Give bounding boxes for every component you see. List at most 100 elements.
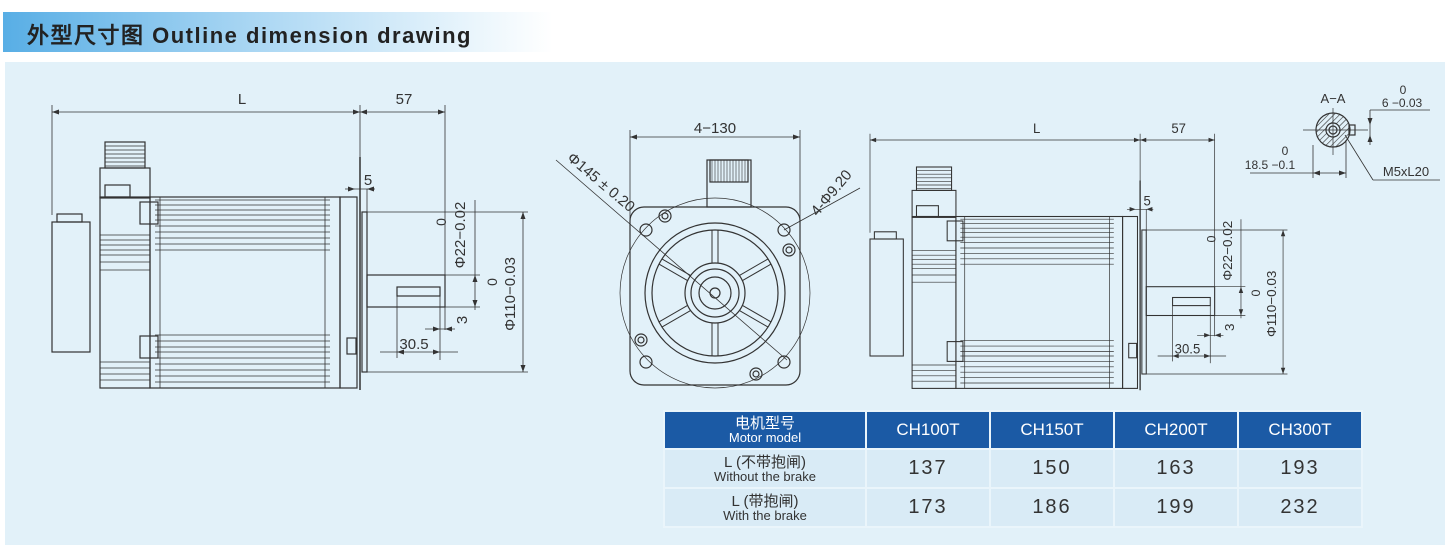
arrow-head bbox=[1146, 207, 1153, 212]
arrow-head bbox=[1133, 137, 1141, 143]
length-label: L bbox=[1033, 121, 1040, 136]
flange-notch bbox=[346, 337, 357, 355]
row-label: L (带抱闸)With the brake bbox=[663, 487, 867, 528]
screw-center bbox=[637, 336, 645, 344]
section-header: 外型尺寸图 Outline dimension drawing bbox=[3, 12, 553, 52]
arrow-head bbox=[1204, 353, 1211, 359]
mounting-hole bbox=[639, 355, 653, 369]
arrow-head bbox=[1204, 333, 1211, 338]
bolt-block bbox=[139, 335, 159, 359]
bolt-circle bbox=[619, 197, 811, 389]
shaft-key bbox=[1172, 296, 1211, 307]
pilot-diameter-label: Φ110−0.03 bbox=[502, 257, 519, 331]
model-cell: CH150T bbox=[989, 410, 1115, 450]
screw bbox=[749, 367, 763, 381]
model-cell: CH200T bbox=[1113, 410, 1239, 450]
rear-housing bbox=[911, 215, 957, 389]
value-cell: 173 bbox=[865, 487, 991, 528]
arrow-head bbox=[1208, 137, 1215, 143]
spoke bbox=[742, 263, 772, 282]
value-cell: 150 bbox=[989, 448, 1115, 489]
hub-ring bbox=[698, 276, 732, 310]
header-en: Motor model bbox=[728, 430, 802, 445]
model-cell: CH300T bbox=[1237, 410, 1363, 450]
arrow-head bbox=[1280, 367, 1286, 374]
shaft bbox=[1145, 286, 1216, 317]
arrow-head bbox=[360, 109, 367, 115]
connector-box bbox=[99, 167, 151, 199]
thread-label: M5xL20 bbox=[1383, 164, 1429, 179]
leader-line bbox=[783, 187, 861, 231]
flange-thickness-label: 5 bbox=[1143, 194, 1150, 209]
arrow-head bbox=[438, 109, 445, 115]
connector-thread bbox=[709, 159, 749, 183]
encoder-cover bbox=[869, 238, 904, 357]
shaft-diameter-label: Φ22−0.02 bbox=[1220, 221, 1235, 281]
bolt-block bbox=[946, 220, 964, 242]
screw-center bbox=[752, 370, 760, 378]
arrow-head bbox=[1313, 170, 1320, 176]
connector-box bbox=[911, 189, 957, 218]
screw bbox=[658, 209, 672, 223]
header-zh: 电机型号 bbox=[734, 415, 795, 432]
arrow-head bbox=[472, 275, 478, 282]
arrow-head bbox=[520, 365, 526, 372]
encoder-tab bbox=[56, 213, 83, 223]
value-cell: 186 bbox=[989, 487, 1115, 528]
hub-ring bbox=[690, 268, 740, 318]
arrow-head bbox=[353, 109, 360, 115]
model-cell: CH100T bbox=[865, 410, 991, 450]
tolerance-label: 0 bbox=[1205, 235, 1219, 242]
arrow-head bbox=[445, 326, 452, 332]
tolerance-label: 0 bbox=[484, 278, 500, 286]
value-cell: 199 bbox=[1113, 487, 1239, 528]
arrow-head bbox=[1280, 230, 1286, 237]
tolerance-label: 0 bbox=[1400, 83, 1407, 97]
spoke bbox=[739, 258, 769, 276]
front-flange bbox=[339, 196, 358, 389]
arrow-head bbox=[870, 137, 877, 143]
key-length-label: 30.5 bbox=[399, 336, 428, 353]
pilot bbox=[1141, 229, 1147, 375]
leader-line bbox=[1344, 134, 1374, 181]
pilot-diameter-label: Φ110−0.03 bbox=[1264, 271, 1279, 337]
pitch-label: 4−130 bbox=[694, 120, 736, 137]
hub-ring bbox=[709, 287, 721, 299]
key-depth-label: 3 bbox=[1222, 323, 1237, 331]
section-title: 外型尺寸图 Outline dimension drawing bbox=[27, 23, 472, 48]
value-cell: 232 bbox=[1237, 487, 1363, 528]
tolerance-label: 0 bbox=[1282, 144, 1289, 158]
spoke bbox=[742, 304, 772, 323]
encoder-cover bbox=[51, 221, 91, 353]
shaft-length-label: 57 bbox=[396, 91, 413, 108]
arrow-head bbox=[630, 134, 637, 140]
section-title: A−A bbox=[1321, 91, 1346, 106]
arrow-head bbox=[472, 300, 478, 307]
arrow-head bbox=[433, 326, 440, 332]
connector-tab bbox=[915, 205, 939, 218]
arrow-head bbox=[433, 349, 440, 355]
screw-center bbox=[785, 246, 793, 254]
mounting-hole bbox=[777, 223, 791, 237]
arrow-head bbox=[52, 109, 59, 115]
arrow-head bbox=[1140, 137, 1147, 143]
arrow-head bbox=[1238, 286, 1244, 293]
flange-notch bbox=[1128, 342, 1138, 359]
flange-thickness-label: 5 bbox=[364, 172, 372, 189]
arrow-head bbox=[397, 349, 404, 355]
bolt-block bbox=[139, 201, 159, 225]
row-label-zh: L (带抱闸) bbox=[731, 492, 799, 510]
key-length-label: 30.5 bbox=[1175, 341, 1201, 356]
table-row: L (带抱闸)With the brake 173 186 199 232 bbox=[663, 487, 1363, 528]
shaft bbox=[366, 274, 446, 308]
connector-tab bbox=[104, 184, 131, 198]
screw bbox=[782, 243, 796, 257]
height-label: 18.5 −0.1 bbox=[1245, 158, 1296, 172]
connector-base bbox=[706, 159, 752, 208]
